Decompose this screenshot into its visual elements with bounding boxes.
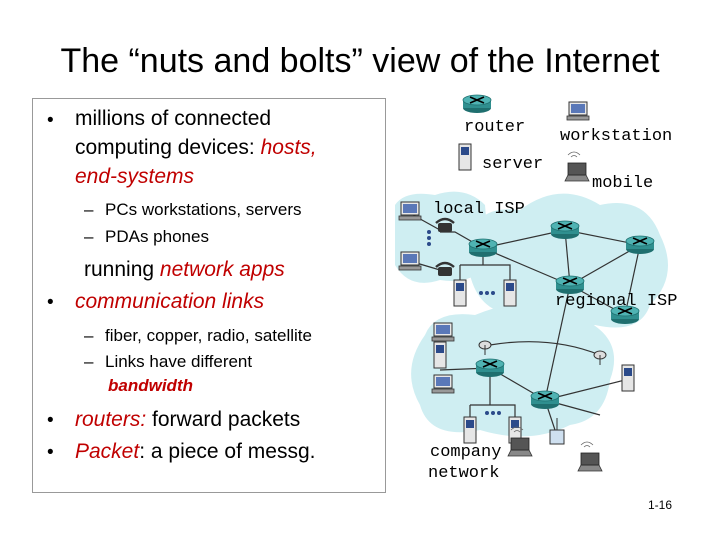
local-isp-label: local ISP: [433, 200, 525, 219]
company-label-line2: network: [428, 464, 500, 483]
laptop-icon: [577, 441, 603, 472]
sub-links: Links have different: [105, 352, 253, 371]
bullet-running-apps: running network apps: [84, 258, 285, 282]
routers-plain: forward packets: [146, 408, 301, 431]
router-legend-icon: [462, 94, 492, 114]
workstation-icon: [431, 322, 455, 342]
bullet-dot: •: [47, 292, 54, 313]
bullet-hosts-plain: computing devices:: [75, 136, 261, 159]
server-icon: [433, 341, 447, 369]
workstation-label: workstation: [560, 127, 673, 146]
sub-dash: –: [84, 352, 94, 371]
network-apps-red: network apps: [159, 258, 285, 281]
router-icon: [550, 220, 580, 240]
sub-dash: –: [84, 227, 94, 246]
sub-dash: –: [84, 200, 94, 219]
server-label: server: [482, 155, 544, 174]
bullet-end-systems: end-systems: [75, 165, 195, 188]
router-icon: [530, 390, 560, 410]
bullet-hosts-red: hosts,: [260, 136, 317, 159]
sub-bandwidth: bandwidth: [108, 376, 193, 395]
router-icon: [468, 238, 498, 258]
bullet-dot: •: [47, 442, 54, 463]
workstation-icon: [431, 374, 455, 394]
mobile-legend-icon: [564, 151, 590, 182]
router-label: router: [464, 118, 526, 137]
mobile-label: mobile: [592, 174, 654, 193]
bullet-hosts-line2: computing devices: hosts,: [75, 136, 317, 160]
sub-pcs: PCs workstations, servers: [105, 200, 302, 219]
company-network-cloud: [411, 303, 615, 437]
server-legend-icon: [458, 143, 472, 171]
slide-title: The “nuts and bolts” view of the Interne…: [60, 42, 660, 80]
antenna-icon: [478, 340, 492, 355]
workstation-legend-icon: [566, 101, 590, 121]
bullet-routers: routers: forward packets: [75, 408, 300, 432]
bullet-comm-links: communication links: [75, 290, 265, 313]
router-icon: [475, 358, 505, 378]
company-label-line1: company: [430, 443, 502, 462]
server-icon: [503, 279, 517, 307]
sub-dash: –: [84, 326, 94, 345]
workstation-icon: [398, 201, 422, 221]
server-icon: [463, 416, 477, 444]
page-number: 1-16: [648, 498, 673, 512]
routers-red: routers:: [75, 408, 147, 431]
antenna-icon: [593, 350, 607, 365]
bullet-text-box: [32, 98, 386, 493]
server-icon: [621, 364, 635, 392]
bullet-packet: Packet: a piece of messg.: [75, 440, 315, 464]
packet-red: Packet: [75, 440, 140, 463]
base-station-icon: [549, 418, 565, 445]
packet-plain: : a piece of messg.: [139, 440, 316, 463]
server-icon: [453, 279, 467, 307]
sub-pdas: PDAs phones: [105, 227, 209, 246]
sub-fiber: fiber, copper, radio, satellite: [105, 326, 312, 345]
regional-isp-label: regional ISP: [555, 292, 678, 311]
running-plain: running: [84, 258, 160, 281]
router-icon: [625, 235, 655, 255]
bullet-hosts-line1: millions of connected: [75, 107, 272, 130]
bullet-dot: •: [47, 410, 54, 431]
bullet-dot: •: [47, 110, 54, 131]
workstation-icon: [398, 251, 422, 271]
